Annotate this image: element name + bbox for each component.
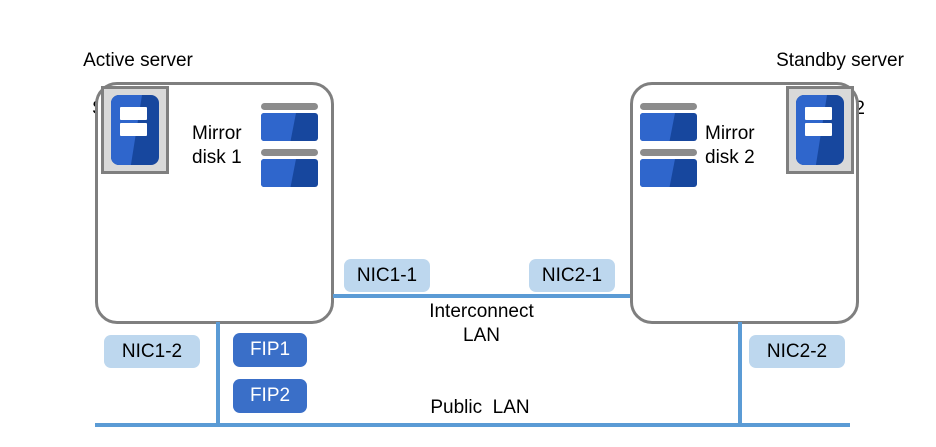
- public-lan-drop-left: [216, 322, 220, 425]
- interconnect-lan-label: Interconnect LAN: [429, 301, 534, 346]
- nic-chip-nic1-2[interactable]: NIC1-2: [104, 335, 200, 368]
- server-role-label-left: Active server: [83, 50, 193, 71]
- server-slot-bar: [119, 123, 147, 136]
- fip-chip-fip2[interactable]: FIP2: [233, 379, 307, 413]
- server-slot-bar: [804, 123, 832, 136]
- disk-unit: [640, 149, 697, 187]
- disk-body: [640, 113, 697, 141]
- server-slot-bar: [804, 106, 832, 120]
- server-slot-bar: [119, 106, 147, 120]
- disk-cap: [261, 103, 318, 110]
- disk-unit: [261, 149, 318, 187]
- disk-body: [261, 159, 318, 187]
- fip-chip-fip1[interactable]: FIP1: [233, 333, 307, 367]
- nic-chip-nic2-2[interactable]: NIC2-2: [749, 335, 845, 368]
- server-role-label-right: Standby server: [776, 50, 904, 71]
- server-icon: [786, 86, 854, 174]
- disk-body: [261, 113, 318, 141]
- public-lan-drop-right: [738, 322, 742, 425]
- mirror-disk-icon: [261, 103, 318, 187]
- public-lan-line: [95, 423, 850, 427]
- mirror-disk-icon: [640, 103, 697, 187]
- disk-cap: [261, 149, 318, 156]
- disk-cap: [640, 103, 697, 110]
- public-lan-label: Public LAN: [430, 397, 530, 418]
- server-chassis: [111, 95, 159, 165]
- nic-chip-nic2-1[interactable]: NIC2-1: [529, 259, 615, 292]
- disk-unit: [640, 103, 697, 141]
- server-icon: [101, 86, 169, 174]
- interconnect-lan-line: [333, 294, 630, 298]
- mirror-disk-label-right: Mirror disk 2: [705, 123, 755, 168]
- mirror-disk-label-left: Mirror disk 1: [192, 123, 242, 168]
- disk-unit: [261, 103, 318, 141]
- disk-body: [640, 159, 697, 187]
- disk-cap: [640, 149, 697, 156]
- server-chassis: [796, 95, 844, 165]
- nic-chip-nic1-1[interactable]: NIC1-1: [344, 259, 430, 292]
